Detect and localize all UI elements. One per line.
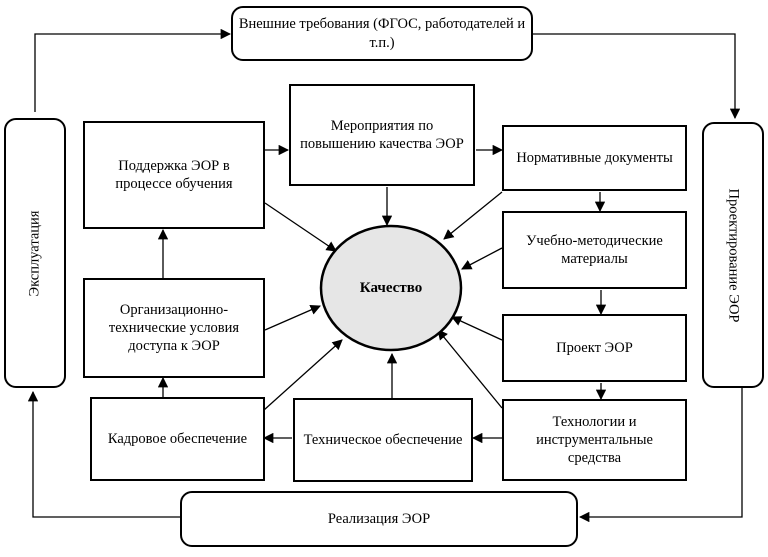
external-requirements-label: Внешние требования (ФГОС, работодателей … xyxy=(238,16,526,51)
personnel-label: Кадровое обеспечение xyxy=(107,430,248,447)
implementation-box: Реализация ЭОР xyxy=(180,491,578,547)
exploitation-label: Эксплуатация xyxy=(26,210,43,296)
organizational-label: Организационно-технические условия досту… xyxy=(108,301,240,355)
methodical-label: Учебно-методические материалы xyxy=(526,232,663,267)
arrow-implementation-to-exploitation xyxy=(27,390,180,518)
support-box: Поддержка ЭОР в процессе обучения xyxy=(83,121,265,229)
exploitation-box xyxy=(4,118,66,388)
support-label: Поддержка ЭОР в процессе обучения xyxy=(115,157,233,192)
arrow-project-to-quality xyxy=(451,316,503,341)
implementation-label: Реализация ЭОР xyxy=(327,510,431,527)
arrow-support-to-quality xyxy=(264,202,337,252)
methodical-box: Учебно-методические материалы xyxy=(502,211,687,289)
technical-box: Техническое обеспечение xyxy=(293,398,473,482)
project-box: Проект ЭОР xyxy=(502,314,687,382)
arrow-methodical-to-quality xyxy=(461,247,503,270)
design-label: Проектирование ЭОР xyxy=(725,188,742,322)
design-box xyxy=(702,122,764,388)
arrow-technologies-to-quality xyxy=(437,329,503,409)
technologies-box: Технологии и инструментальные средства xyxy=(502,399,687,481)
external-requirements-box: Внешние требования (ФГОС, работодателей … xyxy=(231,6,533,61)
personnel-box: Кадровое обеспечение xyxy=(90,397,265,481)
measures-box: Мероприятия по повышению качества ЭОР xyxy=(289,84,475,186)
quality-label: Качество xyxy=(359,279,423,296)
normative-label: Нормативные документы xyxy=(516,149,673,166)
quality-label-wrap: Качество xyxy=(321,226,461,350)
exploitation-label-wrap: Эксплуатация xyxy=(4,118,66,388)
measures-label: Мероприятия по повышению качества ЭОР xyxy=(300,117,464,152)
arrow-exploitation-to-external xyxy=(34,28,232,112)
design-label-wrap: Проектирование ЭОР xyxy=(702,122,764,388)
normative-box: Нормативные документы xyxy=(502,125,687,191)
technologies-label: Технологии и инструментальные средства xyxy=(536,413,653,467)
arrow-personnel-to-quality xyxy=(263,339,343,411)
arrow-organizational-to-quality xyxy=(264,304,321,331)
project-label: Проект ЭОР xyxy=(556,339,633,356)
arrow-design-to-implementation xyxy=(578,388,743,523)
quality-ellipse xyxy=(319,224,463,352)
arrow-external-to-design xyxy=(533,33,741,120)
technical-label: Техническое обеспечение xyxy=(303,431,463,448)
organizational-box: Организационно-технические условия досту… xyxy=(83,278,265,378)
arrow-normative-to-quality xyxy=(443,191,503,240)
